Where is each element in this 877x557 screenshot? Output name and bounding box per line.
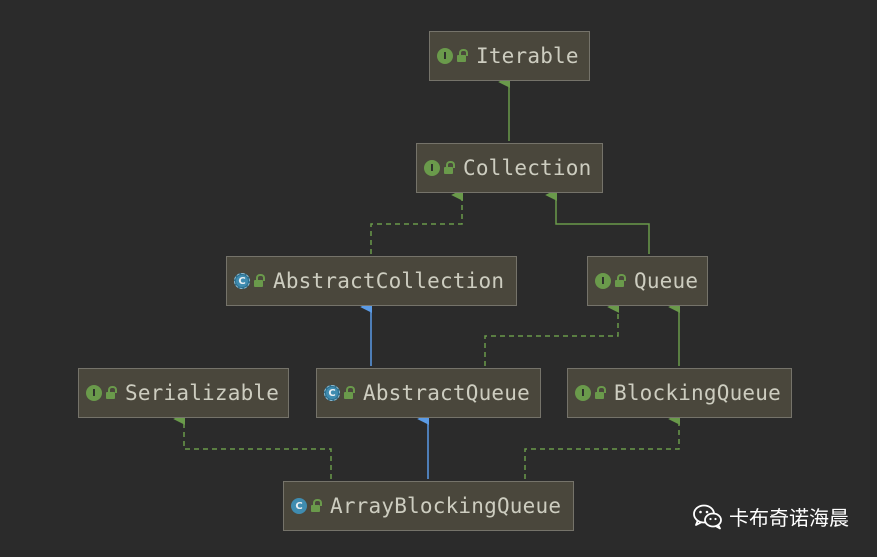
node-label: BlockingQueue: [614, 381, 781, 405]
wechat-icon: [693, 504, 722, 529]
edge-abstractqueue-queue: [484, 301, 620, 366]
public-lock-icon: [253, 274, 265, 288]
interface-icon: I: [575, 385, 591, 401]
edge-abstractcollection-collection: [370, 189, 464, 254]
node-label: AbstractCollection: [273, 269, 505, 293]
node-iterable[interactable]: I Iterable: [429, 31, 590, 81]
node-queue[interactable]: I Queue: [587, 256, 708, 306]
node-serializable[interactable]: I Serializable: [78, 368, 289, 418]
abstract-class-icon: C: [234, 273, 250, 289]
node-label: Serializable: [125, 381, 280, 405]
edge-arrayblockingqueue-blockingqueue: [524, 413, 681, 479]
public-lock-icon: [105, 386, 117, 400]
node-abstract-queue[interactable]: C AbstractQueue: [316, 368, 541, 418]
watermark-text: 卡布奇诺海晨: [729, 506, 849, 530]
node-label: AbstractQueue: [363, 381, 530, 405]
watermark: 卡布奇诺海晨: [693, 502, 849, 531]
interface-icon: I: [437, 48, 453, 64]
public-lock-icon: [343, 386, 355, 400]
node-blocking-queue[interactable]: I BlockingQueue: [567, 368, 792, 418]
abstract-class-icon: C: [324, 385, 340, 401]
node-abstract-collection[interactable]: C AbstractCollection: [226, 256, 517, 306]
edge-arrayblockingqueue-serializable: [173, 413, 332, 479]
public-lock-icon: [443, 161, 455, 175]
public-lock-icon: [594, 386, 606, 400]
public-lock-icon: [456, 49, 468, 63]
interface-icon: I: [424, 160, 440, 176]
node-label: Queue: [634, 269, 699, 293]
node-label: ArrayBlockingQueue: [330, 494, 562, 518]
edge-queue-collection: [545, 189, 650, 254]
public-lock-icon: [310, 499, 322, 513]
node-collection[interactable]: I Collection: [416, 143, 603, 193]
interface-icon: I: [86, 385, 102, 401]
public-lock-icon: [614, 274, 626, 288]
node-array-blocking-queue[interactable]: C ArrayBlockingQueue: [283, 481, 574, 531]
node-label: Iterable: [476, 44, 579, 68]
class-icon: C: [291, 498, 307, 514]
interface-icon: I: [595, 273, 611, 289]
node-label: Collection: [463, 156, 592, 180]
